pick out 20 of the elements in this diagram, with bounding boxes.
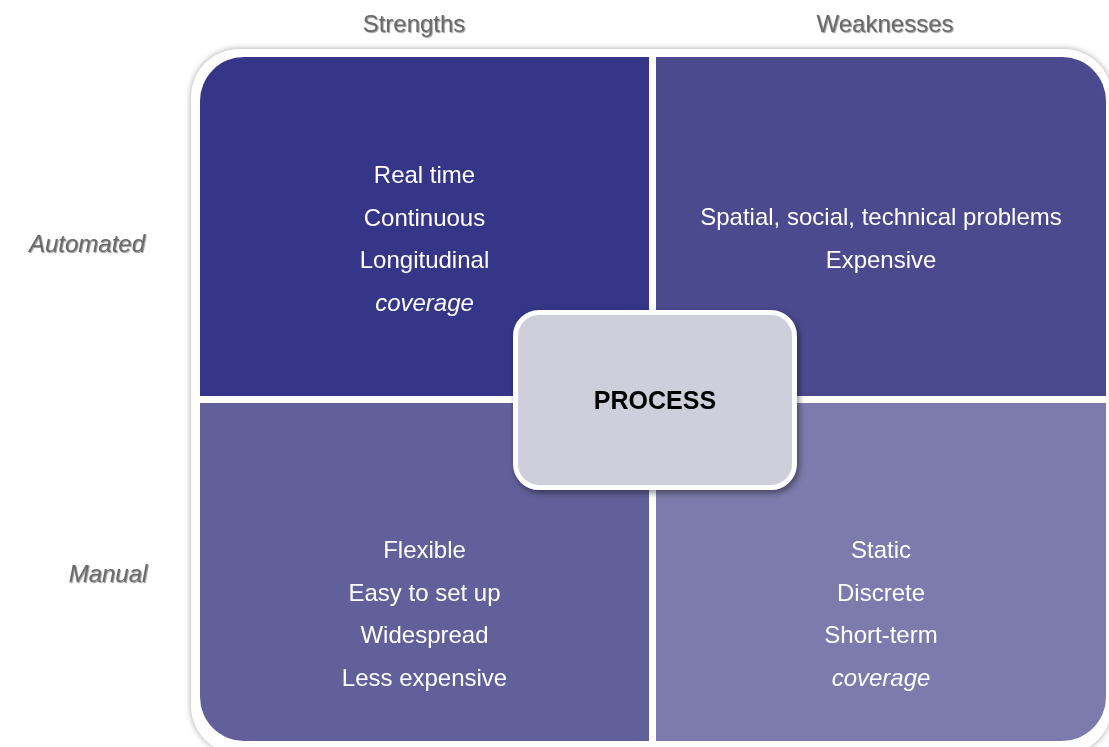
quadrant-item: Short-term [824, 620, 938, 650]
quadrant-item: Spatial, social, technical problems [700, 202, 1062, 232]
quadrant-item: coverage [831, 662, 931, 693]
quadrant-item: Continuous [363, 202, 486, 233]
quadrant-item: Widespread [360, 620, 489, 650]
quadrant-item: Expensive [825, 244, 937, 275]
row-header: Manual [68, 560, 148, 588]
row-header: Automated [28, 230, 146, 258]
center-label: PROCESS [593, 384, 717, 416]
quadrant-item: Flexible [383, 535, 466, 565]
center-box [513, 310, 797, 490]
quadrant-item: Longitudinal [359, 245, 490, 275]
quadrant-item: Real time [373, 160, 476, 190]
quadrant-item: coverage [375, 287, 474, 318]
column-header: Weaknesses [816, 10, 954, 38]
quadrant-item: Static [851, 535, 911, 565]
quadrant-item: Discrete [837, 577, 925, 608]
quadrant-item: Easy to set up [348, 577, 501, 608]
quadrant-item: Less expensive [341, 662, 508, 693]
column-header: Strengths [362, 10, 466, 38]
